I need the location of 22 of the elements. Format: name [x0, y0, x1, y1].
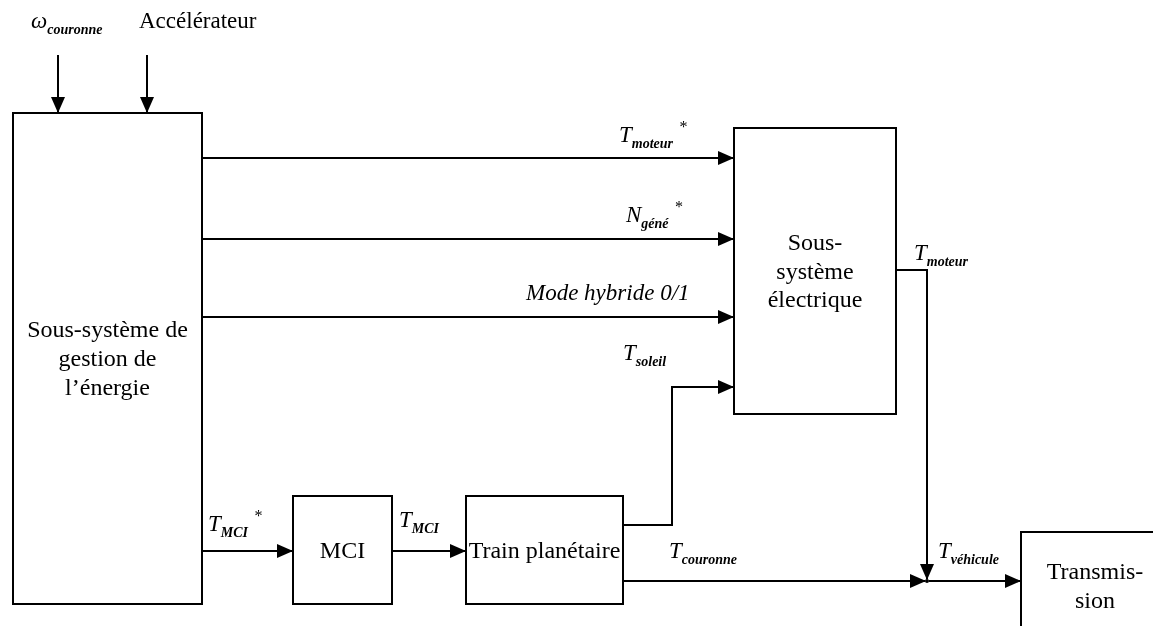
arrow [202, 544, 293, 558]
arrow [202, 232, 734, 246]
arrow [140, 54, 154, 113]
control-block [465, 495, 624, 605]
arrow [202, 310, 734, 324]
junction-point [925, 579, 929, 583]
arrow [202, 151, 734, 165]
block-label: MCI [319, 535, 366, 565]
control-block [1020, 531, 1153, 626]
arrow [623, 380, 734, 526]
control-block [733, 127, 897, 415]
arrow [896, 269, 934, 580]
arrow [392, 544, 466, 558]
control-block [12, 112, 203, 605]
arrow [51, 54, 65, 113]
block-label: Sous-système de gestion de l’énergie [26, 315, 189, 402]
block-label: Transmis- sion [1046, 558, 1144, 613]
block-label: Sous- système électrique [767, 228, 863, 313]
arrow [928, 574, 1021, 588]
control-block [292, 495, 393, 605]
block-label: Train planétaire [468, 535, 621, 565]
arrow [623, 574, 926, 588]
